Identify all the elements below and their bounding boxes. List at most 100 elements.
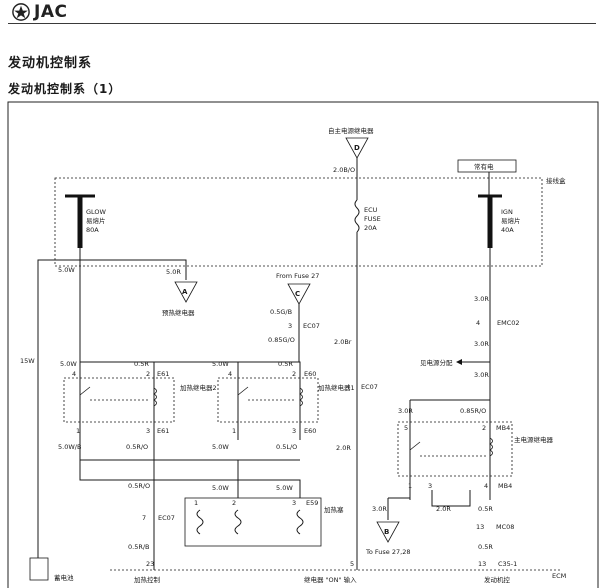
- battery-label: 蓄电池: [54, 573, 74, 582]
- glow-fuse-name: GLOW: [86, 208, 107, 216]
- glow-fuse-type: 易熔片: [86, 216, 106, 225]
- connector-b-id: B: [384, 528, 389, 536]
- battery-icon: [29, 557, 49, 581]
- heater-relay-2-label: 加热继电器2: [180, 383, 217, 392]
- wire-30r-c: 3.0R: [474, 371, 489, 379]
- connector-a-label: 预热继电器: [162, 308, 195, 317]
- brand-logo: JAC: [12, 2, 67, 22]
- wire-085go: 0.85G/O: [268, 336, 295, 344]
- wire-05rb: 0.5R/B: [128, 543, 150, 551]
- ecu-fuse-type: FUSE: [364, 215, 381, 223]
- wire-085ro: 0.85R/O: [460, 407, 486, 415]
- ecm-label: ECM: [552, 572, 566, 580]
- pin-23: 23: [146, 560, 154, 568]
- connector-mc08: MC08: [496, 523, 514, 531]
- relay1-pin3: 3: [292, 427, 296, 435]
- heater-relay-1-label: 加热继电器1: [318, 383, 355, 392]
- wire-30r-d: 3.0R: [398, 407, 413, 415]
- pin-ec07-c-num: 7: [142, 514, 146, 522]
- connector-e59: E59: [306, 499, 318, 507]
- ign-fuse-rating: 40A: [501, 226, 514, 234]
- connector-d-icon: [345, 137, 369, 159]
- relay2-pin4: 4: [72, 370, 76, 378]
- header-divider: [8, 23, 596, 24]
- glow-plug-housing: [184, 497, 322, 547]
- mainrelay-pin4: 4: [484, 482, 488, 490]
- wire-05r-c: 0.5R: [478, 505, 493, 513]
- brand-name: JAC: [34, 2, 68, 22]
- connector-e61-bot: E61: [157, 427, 169, 435]
- relay1-pin1: 1: [232, 427, 236, 435]
- heater-relay-1-outline: [217, 377, 319, 423]
- mainrelay-pin3: 3: [428, 482, 432, 490]
- always-on-box: [457, 159, 517, 173]
- relay1-coil-icon: [299, 387, 303, 407]
- wire-30r-b-conn: 3.0R: [372, 505, 387, 513]
- ign-fuse-type: 易熔片: [501, 216, 521, 225]
- wire-05r-b: 0.5R: [278, 360, 293, 368]
- wiring-diagram: 接线盒 自主电源继电器 D 2.0B/O ECU FUSE 20A 常有电 GL…: [7, 101, 599, 588]
- junction-box-outline: [54, 177, 543, 267]
- connector-b-icon: [376, 521, 400, 543]
- mainrelay-pin1: 1: [408, 482, 412, 490]
- connector-c-icon: [287, 283, 311, 305]
- connector-c-id: C: [295, 290, 300, 298]
- relay2-pin1: 1: [76, 427, 80, 435]
- ign-fuse-name: IGN: [501, 208, 513, 216]
- connector-mb4-bot: MB4: [498, 482, 512, 490]
- glowplug-pin1: 1: [194, 499, 198, 507]
- mainrelay-pin2: 2: [482, 424, 486, 432]
- wire-20r-b: 2.0R: [436, 505, 451, 513]
- wire-50wb: 5.0W/B: [58, 443, 81, 451]
- relay2-pin3: 3: [146, 427, 150, 435]
- wire-05ro-a: 0.5R/O: [126, 443, 148, 451]
- wire-20br: 2.0Br: [334, 338, 352, 346]
- glowplug-pin2: 2: [232, 499, 236, 507]
- wire-05r-a: 0.5R: [134, 360, 149, 368]
- main-relay-coil-icon: [489, 437, 493, 457]
- pin-mc08-num: 13: [476, 523, 484, 531]
- relay2-coil-icon: [153, 387, 157, 407]
- connector-ec07-c: EC07: [158, 514, 175, 522]
- ecu-fuse-rating: 20A: [364, 224, 377, 232]
- section-subtitle: 发动机控制系（1）: [8, 82, 122, 96]
- ecu-fuse-name: ECU: [364, 206, 378, 214]
- wire-50w-d: 5.0W: [212, 484, 229, 492]
- jac-star-logo-icon: [12, 3, 30, 21]
- wire-20r: 2.0R: [336, 444, 351, 452]
- heater-relay-2-outline: [63, 377, 175, 423]
- connector-emc02: EMC02: [497, 319, 520, 327]
- connector-a-icon: [174, 281, 198, 303]
- wire-50w-a: 5.0W: [60, 360, 77, 368]
- wire-50w-e: 5.0W: [276, 484, 293, 492]
- wire-30r-b: 3.0R: [474, 340, 489, 348]
- pin-emc02-num: 4: [476, 319, 480, 327]
- connector-ec07-b: EC07: [361, 383, 378, 391]
- glow-plug-label: 加热塞: [324, 505, 344, 514]
- relay1-pin2: 2: [292, 370, 296, 378]
- pin-13: 13: [478, 560, 486, 568]
- relay2-pin2: 2: [146, 370, 150, 378]
- pin-ec07-b-num: 4: [346, 383, 350, 391]
- wire-top: 2.0B/O: [333, 166, 355, 174]
- wire-05ro-b: 0.5R/O: [128, 482, 150, 490]
- wire-15w: 15W: [20, 357, 35, 365]
- wire-05lo: 0.5L/O: [276, 443, 297, 451]
- connector-e60-bot: E60: [304, 427, 316, 435]
- relay1-pin4: 4: [228, 370, 232, 378]
- glow-fuse-rating: 80A: [86, 226, 99, 234]
- connector-c35: C35-1: [498, 560, 517, 568]
- wire-50r-glow: 5.0R: [166, 268, 181, 276]
- power-split-label: 见电源分配: [420, 358, 453, 367]
- pin-ec07-a-num: 3: [288, 322, 292, 330]
- connector-e60-top: E60: [304, 370, 316, 378]
- heater-control-label: 加热控制: [134, 575, 161, 584]
- junction-box-label: 接线盒: [546, 176, 566, 185]
- glow-plug-coil-icons: [196, 509, 304, 535]
- mainrelay-pin5: 5: [404, 424, 408, 432]
- main-relay-label: 主电源继电器: [514, 435, 554, 444]
- section-title: 发动机控制系: [8, 56, 93, 71]
- diagram-frame: [7, 101, 599, 588]
- always-on-label: 常有电: [474, 162, 494, 171]
- wire-05gb: 0.5G/B: [270, 308, 292, 316]
